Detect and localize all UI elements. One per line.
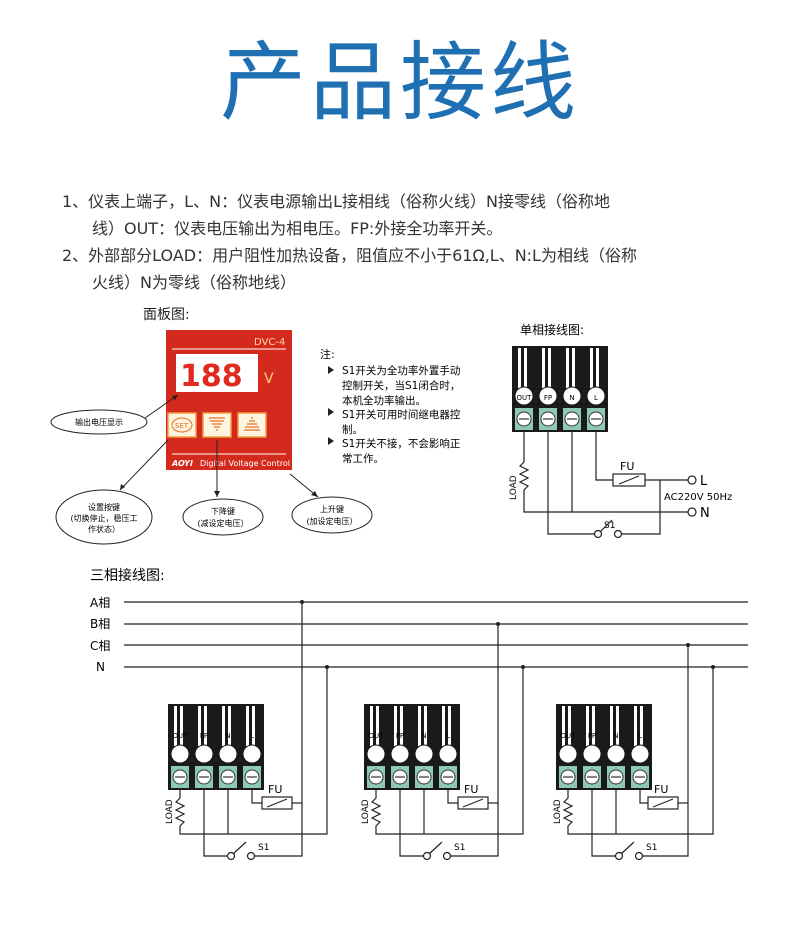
- note-1-line-1: S1开关为全功率外置手动: [342, 364, 460, 377]
- unit-3-wires: [562, 645, 714, 857]
- notes-heading: 注:: [320, 347, 335, 361]
- unit-1-terminal-out: OUT: [173, 732, 189, 740]
- unit-1-fu-label: FU: [268, 783, 282, 796]
- up-button[interactable]: [237, 412, 267, 438]
- callout-up-line-1: 上升键: [320, 504, 344, 514]
- unit-2-fu-label: FU: [464, 783, 478, 796]
- panel-brand-line: Digital Voltage Control: [200, 459, 290, 468]
- unit-1-s1-label: S1: [258, 843, 269, 853]
- panel-display-digits: 188: [180, 359, 243, 394]
- single-wires: [518, 432, 689, 535]
- unit-3-fu-label: FU: [654, 783, 668, 796]
- panel-display: [176, 354, 258, 392]
- note-2-line-1: S1开关可用时间继电器控: [342, 408, 461, 421]
- set-button-label: SET: [175, 422, 189, 430]
- panel-brand: AOYI: [171, 459, 193, 468]
- panel-unit: V: [264, 371, 274, 387]
- single-supply-label: AC220V 50Hz: [664, 492, 732, 503]
- note-3-line-1: S1开关不接，不会影响正: [342, 437, 460, 450]
- callout-up: [291, 496, 373, 534]
- unit-2-terminal-block: [363, 703, 461, 791]
- down-button[interactable]: [202, 412, 232, 438]
- neutral-label: N: [96, 660, 105, 674]
- panel-model: DVC-4: [254, 337, 285, 348]
- unit-3-load-label: LOAD: [553, 799, 563, 824]
- unit-1-terminal-l: L: [250, 732, 254, 740]
- note-bullet-icon: [328, 437, 334, 445]
- unit-3-terminal-fp: FP: [588, 732, 596, 740]
- callout-display: [50, 409, 148, 435]
- unit-1-load-label: LOAD: [165, 799, 175, 824]
- down-arrow-icon: [209, 417, 225, 431]
- unit-2-s1-label: S1: [454, 843, 465, 853]
- unit-2-terminal-fp: FP: [396, 732, 404, 740]
- unit-1-wires: [174, 602, 328, 857]
- unit-2-terminal-l: L: [446, 732, 450, 740]
- single-n-label: N: [700, 506, 710, 521]
- unit-2-terminal-n: N: [421, 732, 426, 740]
- phase-a-label: A相: [90, 596, 110, 610]
- unit-3-s1-label: S1: [646, 843, 657, 853]
- single-s1-label: S1: [604, 521, 615, 531]
- desc-line-1a: 1、仪表上端子，L、N：仪表电源输出L接相线（俗称火线）N接零线（俗称地: [62, 192, 610, 211]
- unit-2-terminal-out: OUT: [369, 732, 385, 740]
- single-terminal-l: L: [594, 394, 598, 402]
- callout-down-line-2: (减设定电压）: [197, 518, 248, 528]
- description-block: 1、仪表上端子，L、N：仪表电源输出L接相线（俗称火线）N接零线（俗称地 线）O…: [62, 188, 722, 296]
- unit-3-terminal-l: L: [638, 732, 642, 740]
- callout-up-line-2: (加设定电压）: [306, 516, 357, 526]
- single-fu-label: FU: [620, 460, 634, 473]
- phase-c-label: C相: [90, 639, 110, 653]
- callout-down: [182, 498, 264, 536]
- panel-caption: 面板图:: [143, 307, 190, 323]
- single-terminal-out: OUT: [517, 394, 533, 402]
- callout-set-line-3: 作状态）: [88, 524, 120, 534]
- desc-line-2b: 火线）N为零线（俗称地线）: [92, 273, 296, 292]
- page-title: 产品接线: [220, 33, 580, 133]
- single-terminal-fp: FP: [544, 394, 552, 402]
- note-1-line-3: 本机全功率输出。: [342, 394, 426, 407]
- panel-face: [166, 330, 292, 470]
- single-caption: 单相接线图:: [520, 322, 584, 337]
- note-2-line-2: 制。: [342, 423, 363, 436]
- single-terminal-n: N: [569, 394, 574, 402]
- unit-1-terminal-block: [167, 703, 265, 791]
- set-button[interactable]: [167, 412, 197, 438]
- single-l-label: L: [700, 474, 708, 489]
- unit-3-terminal-n: N: [613, 732, 618, 740]
- note-1-line-2: 控制开关，当S1闭合时，: [342, 379, 460, 392]
- unit-3-terminal-out: OUT: [561, 732, 577, 740]
- callout-set-line-2: (切换停止，稳压工: [70, 513, 137, 523]
- note-bullet-icon: [328, 408, 334, 416]
- three-phase-bus: [124, 601, 748, 668]
- desc-line-2a: 2、外部部分LOAD：用户阻性加热设备，阻值应不小于61Ω,L、N:L为相线（俗…: [62, 246, 637, 265]
- unit-1-terminal-n: N: [225, 732, 230, 740]
- desc-line-1b: 线）OUT：仪表电压输出为相电压。FP:外接全功率开关。: [92, 219, 503, 238]
- callout-display-text: 输出电压显示: [75, 417, 123, 427]
- three-caption: 三相接线图:: [90, 567, 165, 584]
- callout-down-line-1: 下降键: [211, 506, 235, 516]
- unit-2-load-label: LOAD: [361, 799, 371, 824]
- note-bullet-icon: [328, 366, 334, 374]
- up-arrow-icon: [244, 417, 260, 431]
- single-load-label: LOAD: [509, 475, 519, 500]
- callout-set: [55, 489, 153, 545]
- phase-b-label: B相: [90, 617, 110, 631]
- unit-1-terminal-fp: FP: [200, 732, 208, 740]
- callout-set-line-1: 设置按键: [88, 502, 120, 512]
- single-terminal-block: [511, 345, 609, 433]
- unit-3-terminal-block: [555, 703, 653, 791]
- unit-2-wires: [370, 624, 524, 857]
- note-3-line-2: 常工作。: [342, 452, 384, 465]
